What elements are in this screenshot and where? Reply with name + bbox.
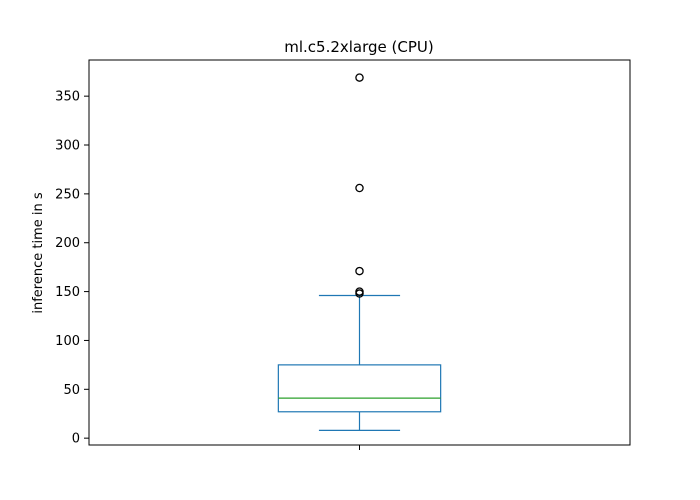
- y-tick-label: 300: [55, 139, 80, 154]
- y-tick-label: 350: [55, 90, 80, 105]
- y-tick-label: 200: [55, 236, 80, 251]
- outlier-point: [355, 183, 364, 193]
- boxplot-series: [277, 73, 442, 450]
- outlier-point: [355, 73, 364, 82]
- y-axis-label: inference time in s: [31, 192, 46, 313]
- outlier-point: [355, 266, 364, 276]
- y-tick-label: 150: [55, 285, 80, 300]
- y-axis-ticks: 0 50 100 150 200 250 300 350: [55, 90, 89, 447]
- y-tick-label: 250: [55, 187, 80, 202]
- iqr-box: [277, 364, 442, 413]
- y-tick-label: 100: [55, 334, 80, 349]
- y-tick-label: 50: [63, 383, 80, 398]
- outlier-point: [355, 287, 364, 296]
- y-tick-label: 0: [72, 432, 80, 447]
- box-group: [277, 73, 442, 450]
- chart-title: ml.c5.2xlarge (CPU): [284, 38, 434, 56]
- plot-frame: [88, 59, 631, 446]
